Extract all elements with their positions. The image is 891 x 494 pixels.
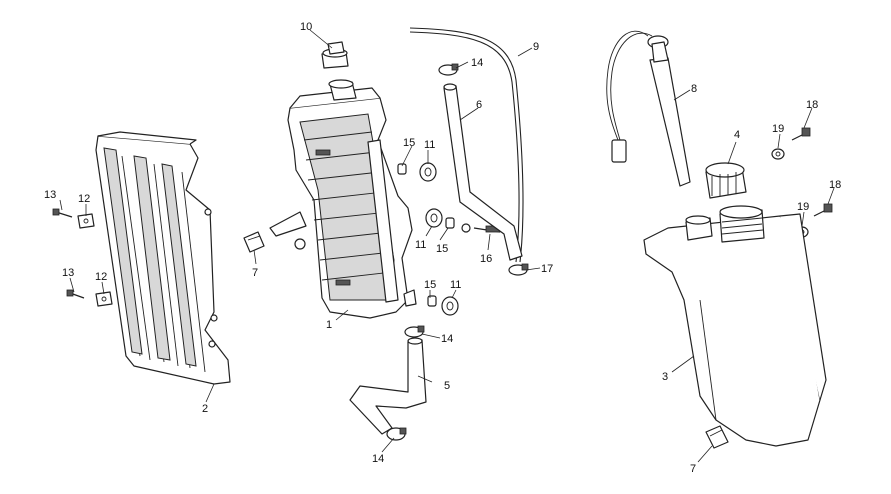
callout-5: 5 xyxy=(444,380,450,392)
callout-14-bottom: 14 xyxy=(372,453,384,465)
callout-1: 1 xyxy=(326,319,332,331)
washer-19-upper xyxy=(771,148,785,160)
callout-18-upper: 18 xyxy=(806,99,818,111)
radiator-guard xyxy=(95,131,231,385)
callout-18-lower: 18 xyxy=(829,179,841,191)
hose-clamp-14-bottom xyxy=(386,427,407,441)
spacer-15-middle xyxy=(445,217,455,229)
tank-cap-4 xyxy=(705,162,747,199)
callout-11-upper: 11 xyxy=(424,139,435,151)
grommet-11-lower xyxy=(441,296,459,316)
bolt-18-lower xyxy=(813,203,833,217)
callout-15-middle: 15 xyxy=(436,243,448,255)
callout-3: 3 xyxy=(662,371,668,383)
hose-clamp-14-top xyxy=(438,63,459,76)
callout-15-lower: 15 xyxy=(424,279,436,291)
hose-clamp-14-mid xyxy=(404,325,425,338)
spacer-15-lower xyxy=(427,295,437,307)
expansion-tank-3 xyxy=(643,205,827,447)
radiator xyxy=(269,79,417,319)
grommet-11-middle xyxy=(425,208,443,228)
level-sensor-8 xyxy=(606,30,691,187)
screw-13-lower xyxy=(66,289,85,299)
callout-12-lower: 12 xyxy=(95,271,107,283)
callout-14-top: 14 xyxy=(471,57,483,69)
callout-9: 9 xyxy=(533,41,539,53)
clip-7-bottom xyxy=(705,425,729,449)
callout-17: 17 xyxy=(541,263,553,275)
callout-19-lower: 19 xyxy=(797,201,809,213)
callout-13-upper: 13 xyxy=(44,189,56,201)
callout-2: 2 xyxy=(202,403,208,415)
callout-12-upper: 12 xyxy=(78,193,90,205)
callout-11-middle: 11 xyxy=(415,239,426,251)
grommet-11-upper xyxy=(419,162,437,182)
screw-13-upper xyxy=(52,208,73,218)
overflow-hose-9 xyxy=(409,27,524,263)
callout-labels: 10 14 9 6 8 4 18 19 15 11 18 19 13 12 11… xyxy=(44,21,841,475)
upper-hose-6 xyxy=(443,83,523,261)
callout-4: 4 xyxy=(734,129,740,141)
clip-7-left xyxy=(243,231,265,253)
callout-11-lower: 11 xyxy=(450,279,461,291)
bolt-18-upper xyxy=(791,127,811,141)
spacer-15-upper xyxy=(397,163,407,175)
callout-8: 8 xyxy=(691,83,697,95)
callout-15-upper: 15 xyxy=(403,137,415,149)
radiator-cap-10 xyxy=(321,41,349,69)
callout-14-mid: 14 xyxy=(441,333,453,345)
clip-12-upper xyxy=(77,213,95,229)
hose-clamp-17 xyxy=(508,263,529,276)
lower-hose-5 xyxy=(349,337,427,435)
callout-7-bottom: 7 xyxy=(690,463,696,475)
leader-lines xyxy=(59,29,835,463)
callout-19-upper: 19 xyxy=(772,123,784,135)
callout-13-lower: 13 xyxy=(62,267,74,279)
callout-10: 10 xyxy=(300,21,312,33)
callout-7-left: 7 xyxy=(252,267,258,279)
callout-16: 16 xyxy=(480,253,492,265)
callout-6: 6 xyxy=(476,99,482,111)
clip-12-lower xyxy=(95,291,113,307)
